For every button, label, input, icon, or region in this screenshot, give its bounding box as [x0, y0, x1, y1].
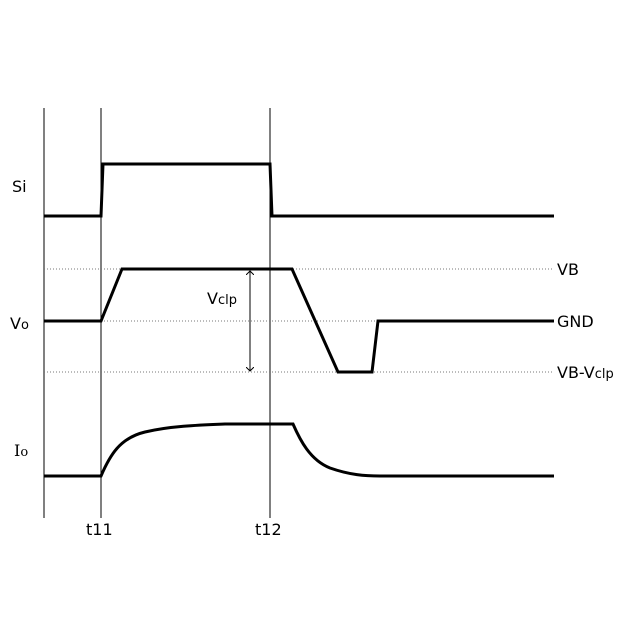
- gnd-label: GND: [557, 312, 594, 331]
- vo-label: Vo: [10, 314, 29, 333]
- vb-vclp-label-sub: clp: [595, 367, 614, 382]
- vclp-annotation-sub: clp: [218, 293, 237, 308]
- vclp-annotation-main: V: [207, 289, 218, 308]
- si-waveform: [44, 164, 554, 216]
- vb-label: VB: [557, 260, 579, 279]
- vb-vclp-label-main: VB-V: [557, 363, 595, 382]
- io-waveform: [44, 424, 554, 476]
- vo-label-sub: o: [21, 318, 29, 333]
- io-label: Io: [14, 441, 28, 460]
- vclp-annotation: Vclp: [207, 289, 237, 308]
- vb-vclp-label: VB-Vclp: [557, 363, 614, 382]
- si-label: Si: [12, 177, 27, 196]
- t12-label: t12: [255, 520, 282, 539]
- t11-label: t11: [86, 520, 113, 539]
- io-label-sub: o: [20, 445, 28, 460]
- vo-label-main: V: [10, 314, 21, 333]
